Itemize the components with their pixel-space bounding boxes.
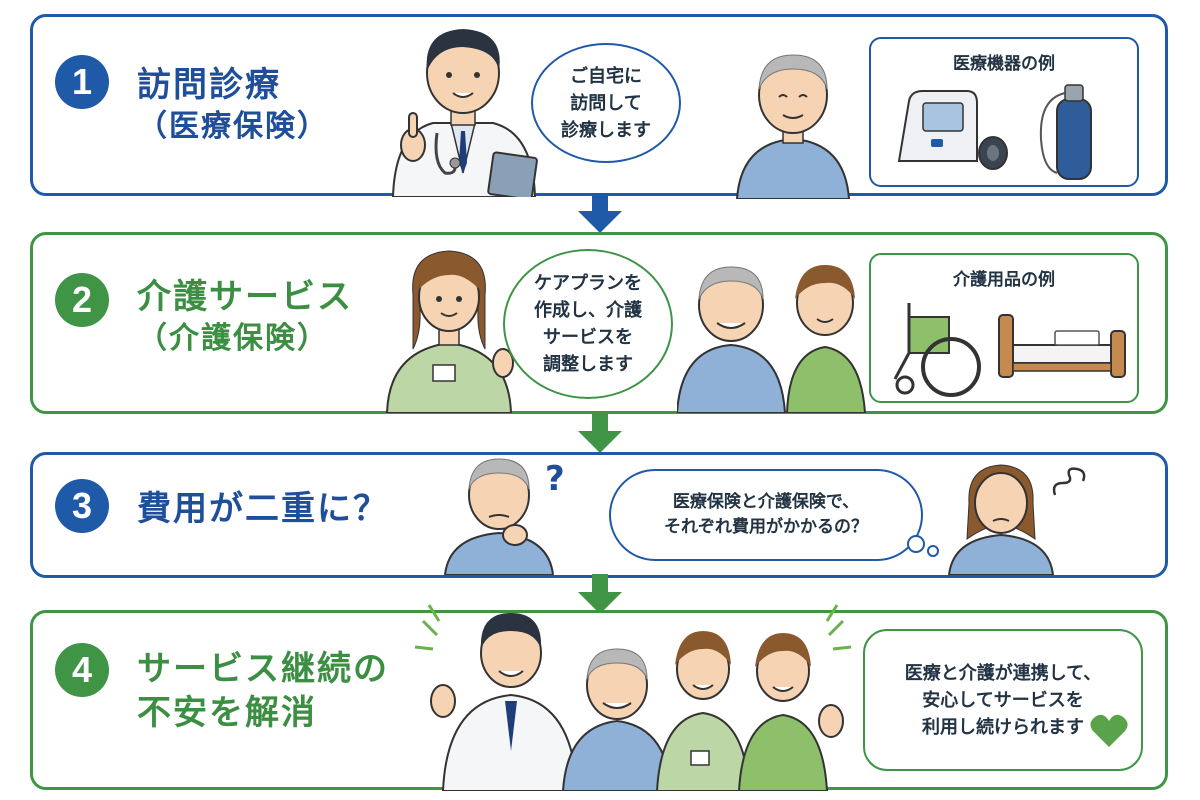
- blood-pressure-monitor-icon: [889, 81, 1009, 177]
- step-2-title-line-2: （介護保険）: [137, 321, 329, 357]
- question-mark-icon: ?: [545, 459, 565, 499]
- step-4-bubble-line-1: 医療と介護が連携して、: [904, 662, 1102, 684]
- step-1-bubble-line-2: 訪問して: [570, 92, 642, 114]
- step-3-bubble-line-2: それぞれ費用がかかるの？: [664, 517, 868, 537]
- elderly-man-with-caregiver-illustration: [677, 253, 867, 413]
- step-3-bubble-line-1: 医療保険と介護保険で、: [672, 491, 860, 512]
- step-3-number: 3: [71, 485, 93, 526]
- heart-icon: [1089, 713, 1129, 749]
- step-4-panel: 4 サービス継続の 不安を解消: [30, 604, 1168, 791]
- thought-dot-large: [907, 535, 925, 553]
- step-4-number: 4: [71, 649, 93, 690]
- flow-arrow-1: [578, 193, 622, 233]
- step-1-speech-bubble: ご自宅に 訪問して 診療します: [531, 43, 681, 163]
- step-4-title: サービス継続の 不安を解消: [137, 647, 389, 735]
- step-1-number-badge: 1: [55, 55, 109, 109]
- step-1-number: 1: [71, 61, 93, 102]
- step-3-title: 費用が二重に？: [137, 487, 389, 531]
- step-1-panel: 1 訪問診療 （医療保険） ご自宅に 訪問して 診療します: [30, 13, 1168, 199]
- step-3-panel: 3 費用が二重に？ ? 医療保険と介護保険で、 それぞれ費用がかかるの？: [30, 452, 1168, 578]
- step-1-examples-title: 医療機器の例: [953, 54, 1055, 74]
- elderly-man-illustration: [733, 39, 853, 199]
- doctor-illustration: [373, 13, 553, 197]
- step-1-examples-box: 医療機器の例: [869, 37, 1139, 187]
- step-2-panel: 2 介護サービス （介護保険） ケアプランを 作成し、介護 サービスを 調整しま…: [30, 232, 1168, 414]
- step-3-number-badge: 3: [55, 479, 109, 533]
- step-3-title-line-1: 費用が二重に？: [137, 489, 389, 529]
- thinking-elderly-man-illustration: [443, 451, 563, 575]
- step-1-title-line-1: 訪問診療: [137, 65, 281, 105]
- step-4-bubble-line-2: 安心してサービスを: [922, 689, 1084, 711]
- worried-woman-illustration: [945, 459, 1065, 575]
- step-2-bubble-line-2: 作成し、介護: [534, 300, 642, 321]
- step-2-examples-title: 介護用品の例: [953, 270, 1055, 290]
- step-1-bubble-line-1: ご自宅に: [570, 65, 642, 87]
- step-4-bubble-line-3: 利用し続けられます: [922, 716, 1084, 738]
- flow-arrow-3: [578, 574, 622, 614]
- step-1-title: 訪問診療 （医療保険）: [137, 63, 329, 146]
- step-2-number: 2: [71, 279, 93, 320]
- thought-dot-small: [927, 545, 939, 557]
- oxygen-tank-icon: [1031, 79, 1111, 183]
- worry-scribble-icon: [1049, 465, 1091, 501]
- care-manager-illustration: [379, 239, 519, 413]
- wheelchair-icon: [881, 293, 991, 399]
- step-4-title-line-2: 不安を解消: [137, 693, 317, 734]
- step-2-title-line-1: 介護サービス: [137, 277, 353, 317]
- step-2-bubble-line-3: サービスを: [543, 327, 633, 348]
- step-2-bubble-line-1: ケアプランを: [534, 273, 642, 294]
- step-3-thought-bubble: 医療保険と介護保険で、 それぞれ費用がかかるの？: [609, 469, 923, 561]
- step-1-bubble-line-3: 診療します: [561, 119, 651, 141]
- step-4-number-badge: 4: [55, 643, 109, 697]
- step-4-speech-bubble: 医療と介護が連携して、 安心してサービスを 利用し続けられます: [863, 629, 1143, 771]
- care-bed-icon: [995, 301, 1131, 389]
- step-2-title: 介護サービス （介護保険）: [137, 275, 353, 358]
- step-2-speech-bubble: ケアプランを 作成し、介護 サービスを 調整します: [503, 249, 673, 399]
- step-2-bubble-line-4: 調整します: [543, 354, 633, 375]
- flow-arrow-2: [578, 411, 622, 453]
- step-4-title-line-1: サービス継続の: [137, 649, 389, 689]
- step-2-number-badge: 2: [55, 273, 109, 327]
- step-1-title-line-2: （医療保険）: [137, 109, 329, 145]
- care-team-group-illustration: [413, 591, 853, 791]
- step-2-examples-box: 介護用品の例: [869, 253, 1139, 403]
